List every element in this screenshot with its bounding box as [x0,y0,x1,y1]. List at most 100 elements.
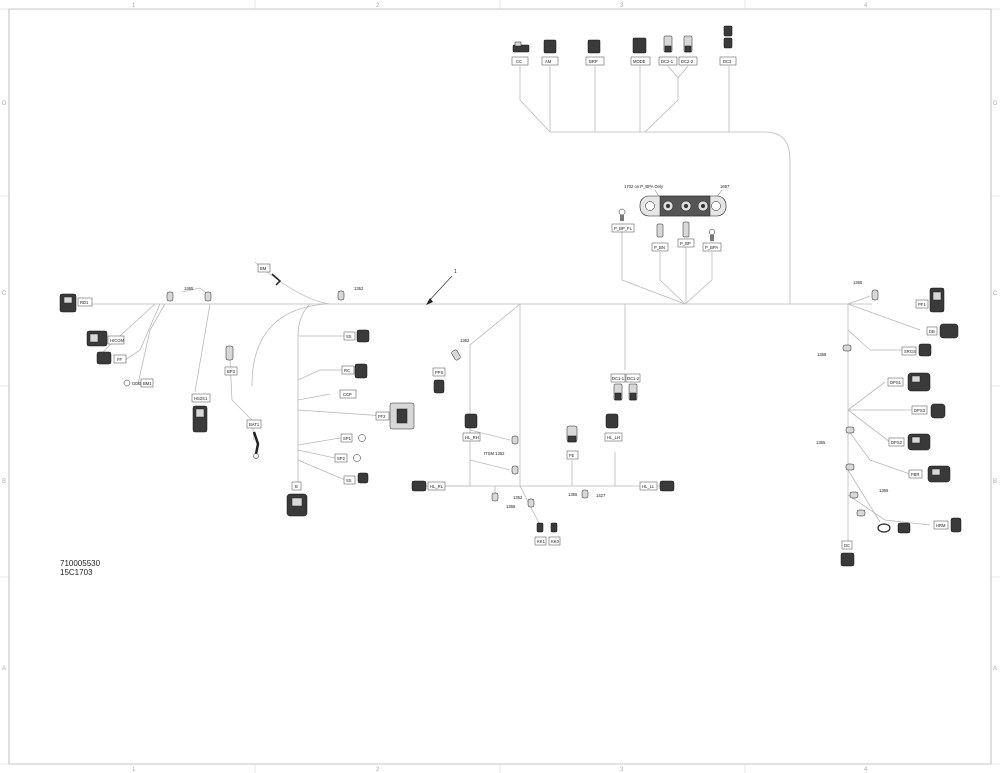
connector-label-mode: MODE [633,59,646,64]
connector-am[interactable]: AM [541,39,559,66]
splice-label-right-1: 1365 [853,280,863,285]
splice-right-1365-mid: 1365 [816,426,855,445]
connector-label-bm1: BM1 [143,381,152,386]
top-connector-group: CC AM BRP MODE DC2-1 DC2-2 [511,25,737,66]
connector-label-sp1: SP1 [343,436,352,441]
connector-rc[interactable]: RC [341,363,368,379]
splice-label-left-1365: 1365 [184,286,194,291]
connector-pf1[interactable]: PF1 [915,287,945,313]
connector-dc[interactable]: DC [840,540,855,567]
connector-dc1-1[interactable]: DC1-1 [610,373,626,401]
connector-dc2-1[interactable]: DC2-1 [658,35,678,66]
connector-dps2[interactable]: DPS2 [888,433,931,451]
connector-label-dc1-2: DC1-2 [627,376,640,381]
connector-label-sp2: SP2 [337,456,346,461]
terminal-label-p-bp-fl: P_BP_FL [614,226,633,231]
zone-row-b-right: B [993,479,997,485]
connector-label-dc1-1: DC1-1 [612,376,625,381]
terminal-label-p-bpa: P_BPA [705,245,718,250]
connector-hs2s1[interactable]: HS2S1 [191,393,211,433]
connector-rd1[interactable]: RD1 [59,293,93,313]
connector-hl-ll[interactable]: HL_LL [639,480,675,492]
terminal-p-bp-fl[interactable]: P_BP_FL [611,208,635,233]
zone-row-d-right: D [993,101,998,107]
connector-hicom[interactable]: HICOM [86,330,124,347]
connector-sp2[interactable]: SP2 [334,453,361,463]
zone-col-1: 1 [132,3,136,9]
zone-row-a-right: A [993,666,997,672]
connector-ff[interactable]: FF [96,351,127,365]
splice-center-1427: 1427 [596,493,606,498]
connector-label-kk0: KK0 [551,539,560,544]
connector-hrm[interactable]: HRM [877,517,962,534]
splice-center-1366: 1366 [491,492,516,509]
connector-pps[interactable]: PPS [432,367,446,394]
connector-label-hl-lh: HL_LH [607,435,620,440]
zone-row-b: B [2,479,6,485]
connector-mode[interactable]: MODE [630,37,651,66]
tsm-splice: ITSM 1352 [484,435,519,475]
zone-col-3-bottom: 3 [620,767,624,773]
connector-label-bp3: BP3 [227,369,236,374]
connector-label-bm: BM [260,266,267,271]
connector-bp3[interactable]: BP3 [224,345,238,376]
connector-bat1[interactable]: BAT1 [246,419,262,459]
connector-label-rd1: RD1 [80,300,89,305]
connector-label-dps1: DPS1 [890,380,902,385]
connector-ss-bottom[interactable]: SS [343,472,369,485]
connector-label-am: AM [545,59,552,64]
connector-srgs[interactable]: SRGS [901,343,932,357]
zone-col-4: 4 [864,3,868,9]
connector-hl-rl[interactable]: HL_RL [411,480,446,492]
tsm-label: ITSM 1352 [484,451,505,456]
connector-brp[interactable]: BRP [585,39,605,66]
splice-center-1365: 1365 [568,489,589,499]
connector-dc2-2[interactable]: DC2-2 [678,35,698,66]
connector-fbr[interactable]: FBR [908,465,951,483]
connector-ccp[interactable]: CCP [339,389,357,399]
ground-block-group: 1702 on P_BPA Only 1697 P_BP_FL P_BN [611,184,730,252]
connector-dc1-2[interactable]: DC1-2 [625,373,641,401]
splice-left-1365: 1365 [166,286,212,302]
zone-col-2: 2 [376,3,380,9]
connector-dps1[interactable]: DPS1 [887,372,931,392]
connector-fe[interactable]: FE [566,425,579,460]
connector-kk0[interactable]: KK0 [548,522,561,546]
connector-dc3[interactable]: DC3 [719,25,737,66]
connector-label-hl-ll: HL_LL [642,484,655,489]
connector-b[interactable]: B [286,481,308,517]
connector-hl-rh[interactable]: HL_RH [462,413,481,442]
connector-label-hrm: HRM [936,523,946,528]
connector-ss-top[interactable]: SS [343,329,370,343]
zone-col-4-bottom: 4 [864,767,868,773]
connector-dps3[interactable]: DPS3 [911,403,946,419]
connector-label-ccp: CCP [343,392,352,397]
splice-left-1352: 1352 [337,286,364,301]
left-group: RD1 HICOM FF GDB BM1 HS2S1 BP3 [59,263,364,459]
zone-col-3: 3 [620,3,624,9]
splice-label-center-1362: 1362 [460,338,470,343]
connector-sp1[interactable]: SP1 [340,433,366,443]
terminal-p-bn[interactable]: P_BN [651,223,669,252]
right-group: PF1 DB SRGS DPS1 DPS3 DPS2 [816,280,962,567]
connector-cc[interactable]: CC [511,41,530,66]
connector-label-ff: FF [117,357,123,362]
ring-terminal-bm1[interactable]: GDB BM1 [123,378,154,388]
connector-hl-lh[interactable]: HL_LH [604,413,623,442]
splice-right-1368: 1368 [817,344,852,357]
connector-ff2[interactable]: FF2 [375,402,415,430]
zone-row-d: D [2,101,7,107]
terminal-p-bp[interactable]: P_BP [677,221,695,248]
ground-block-note: 1702 on P_BPA Only [624,184,664,189]
connector-bm[interactable]: BM [257,263,282,286]
connector-db[interactable]: DB [926,323,959,339]
connector-label-hl-rh: HL_RH [465,435,479,440]
terminal-p-bpa[interactable]: P_BPA [702,228,722,252]
splice-label-right-4: 1365 [879,488,889,493]
connector-kk1[interactable]: KK1 [534,522,547,546]
zone-markers: 1 2 3 4 1 2 3 4 D C B A D C B A [2,3,998,773]
revision-code: 15C1703 [60,568,93,577]
splice-label-right-3: 1365 [816,440,826,445]
